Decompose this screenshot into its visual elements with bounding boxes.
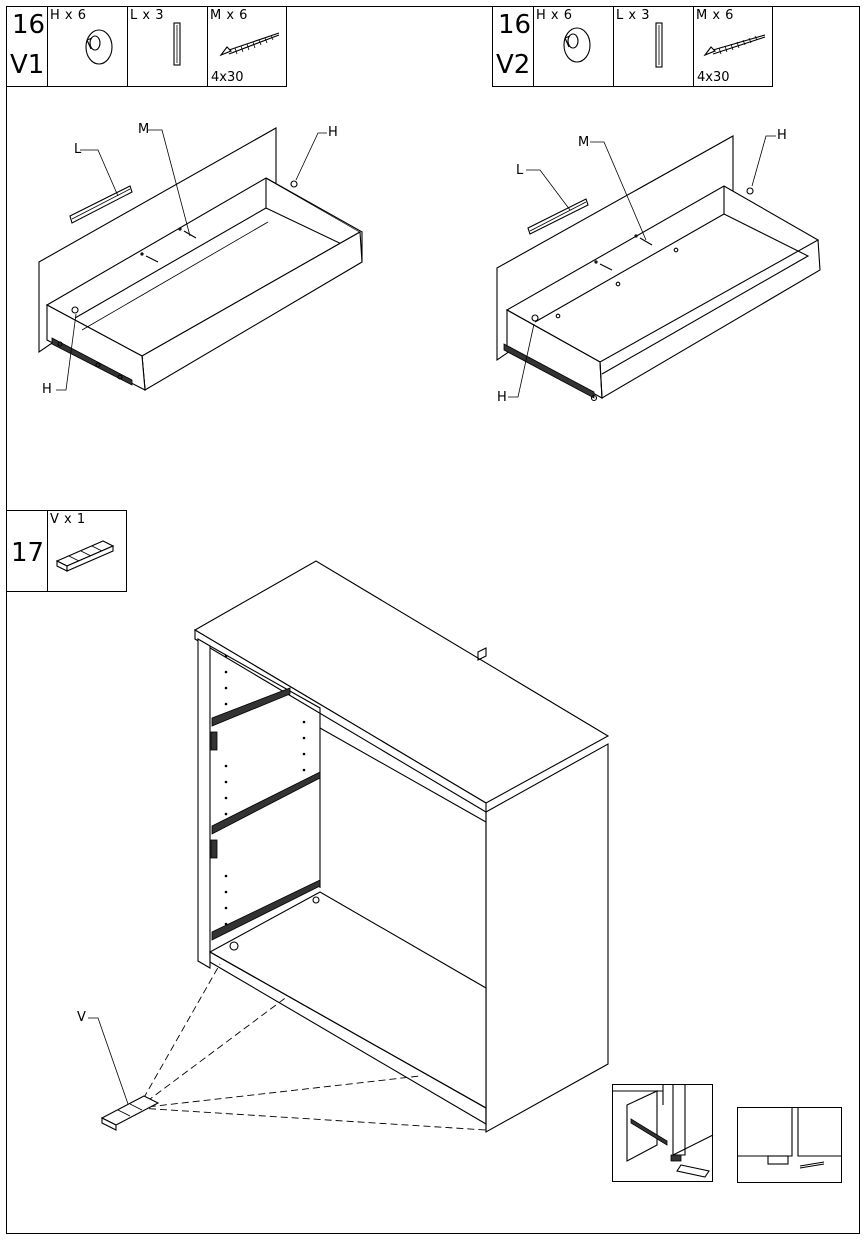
step-variant: V2 [496,50,531,80]
part-quantity: L x 3 [130,8,164,23]
runner-detail [613,1085,714,1178]
callout-v: V [77,1010,86,1025]
shim-detail [738,1108,842,1169]
step-number: 16 [12,10,46,40]
step-number: 16 [498,10,532,40]
part-cell-h: H x 6 [47,7,128,86]
screw-icon [703,34,766,57]
callout-m: M [138,122,150,137]
part-quantity: M x 6 [696,8,734,23]
callout-h: H [328,125,338,140]
part-cell-l: L x 3 [613,7,694,86]
callout-l: L [74,142,82,157]
detail-inset-runner [612,1084,714,1182]
callout-l: L [516,163,524,178]
callout-h: H [777,128,787,143]
step-number-cell: 17 [7,511,48,591]
part-cell-l: L x 3 [127,7,208,86]
step-variant: V1 [10,50,45,80]
cam-dowel-icon [563,27,591,63]
part-size: 4x30 [697,70,730,85]
step-number: 17 [11,538,45,568]
part-size: 4x30 [211,70,244,85]
part-cell-v: V x 1 [47,511,127,591]
part-cell-m: M x 6 4x30 [693,7,773,86]
rail-strip-icon [655,22,663,68]
callout-m: M [578,135,590,150]
page-frame [6,6,860,1234]
part-quantity: H x 6 [536,8,573,23]
shim-strip-icon [55,540,115,572]
parts-box-17: 17 V x 1 [6,510,127,592]
callout-h: H [42,382,52,397]
part-quantity: H x 6 [50,8,87,23]
parts-box-16-v1: 16 V1 H x 6 L x 3 M x 6 4x30 [6,6,287,87]
part-quantity: V x 1 [50,512,86,527]
step-number-cell: 16 V2 [493,7,534,86]
part-cell-h: H x 6 [533,7,614,86]
part-quantity: L x 3 [616,8,650,23]
rail-strip-icon [173,22,181,66]
parts-box-16-v2: 16 V2 H x 6 L x 3 M x 6 4x30 [492,6,773,87]
detail-inset-shim [737,1107,842,1183]
callout-h: H [497,390,507,405]
part-cell-m: M x 6 4x30 [207,7,287,86]
cam-dowel-icon [85,29,113,65]
step-number-cell: 16 V1 [7,7,48,86]
screw-icon [219,32,280,57]
part-quantity: M x 6 [210,8,248,23]
